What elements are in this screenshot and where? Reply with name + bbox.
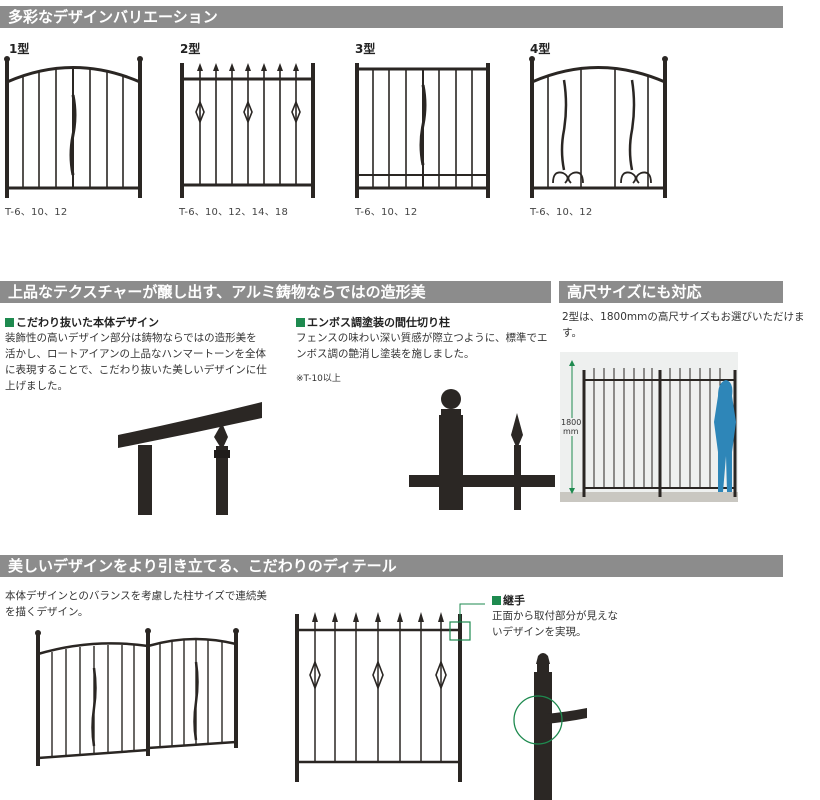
fence-type-4-image <box>529 56 668 198</box>
emboss-text: フェンスの味わい深い質感が際立つように、標準でエンボス調の艶消し塗装を施しました… <box>296 332 548 360</box>
green-square-icon <box>5 318 14 327</box>
type-2-label: 2型 <box>180 42 201 56</box>
body-design-text: 装飾性の高いデザイン部分は鋳物ならではの造形美を活かし、ロートアイアンの上品なハ… <box>5 332 267 392</box>
type-3-label: 3型 <box>355 42 376 56</box>
section-title-variations: 多彩なデザインバリエーション <box>0 6 783 28</box>
tall-size-text: 2型は、1800mmの高尺サイズもお選びいただけます。 <box>562 311 805 339</box>
tall-dimension-unit: mm <box>563 427 579 436</box>
type-2-sizes: T-6、10、12、14、18 <box>179 207 289 218</box>
joint-heading: 継手 <box>492 592 525 608</box>
fence-type-1-image <box>4 56 143 198</box>
section-title-details: 美しいデザインをより引き立てる、こだわりのディテール <box>0 555 783 577</box>
emboss-heading: エンボス調塗装の間仕切り柱 <box>296 314 450 330</box>
tall-fence-photo: 1800 mm <box>560 352 738 502</box>
type-4-label: 4型 <box>530 42 551 56</box>
type-1-label: 1型 <box>9 42 30 56</box>
joint-heading-text: 継手 <box>503 594 525 607</box>
joint-closeup-image <box>513 653 587 800</box>
joint-fence-image <box>295 603 485 782</box>
body-design-heading: こだわり抜いた本体デザイン <box>5 314 159 330</box>
post-size-text: 本体デザインとのバランスを考慮した柱サイズで連続美を描くデザイン。 <box>5 590 267 618</box>
body-design-heading-text: こだわり抜いた本体デザイン <box>16 316 159 329</box>
fence-type-2-image <box>180 63 315 198</box>
emboss-post-image <box>409 389 555 510</box>
section-title-height: 高尺サイズにも対応 <box>559 281 783 303</box>
green-square-icon <box>296 318 305 327</box>
tall-dimension-value: 1800 <box>561 418 582 427</box>
rail-closeup-image <box>118 402 262 515</box>
type-3-sizes: T-6、10、12 <box>355 207 418 218</box>
continuous-fence-image <box>35 628 239 766</box>
fence-type-3-image <box>355 63 490 198</box>
joint-text: 正面から取付部分が見えないデザインを実現。 <box>492 610 618 638</box>
type-4-sizes: T-6、10、12 <box>530 207 593 218</box>
emboss-note: ※T-10以上 <box>296 374 341 384</box>
green-square-icon <box>492 596 501 605</box>
type-1-sizes: T-6、10、12 <box>5 207 68 218</box>
emboss-heading-text: エンボス調塗装の間仕切り柱 <box>307 316 450 329</box>
section-title-texture: 上品なテクスチャーが醸し出す、アルミ鋳物ならではの造形美 <box>0 281 551 303</box>
